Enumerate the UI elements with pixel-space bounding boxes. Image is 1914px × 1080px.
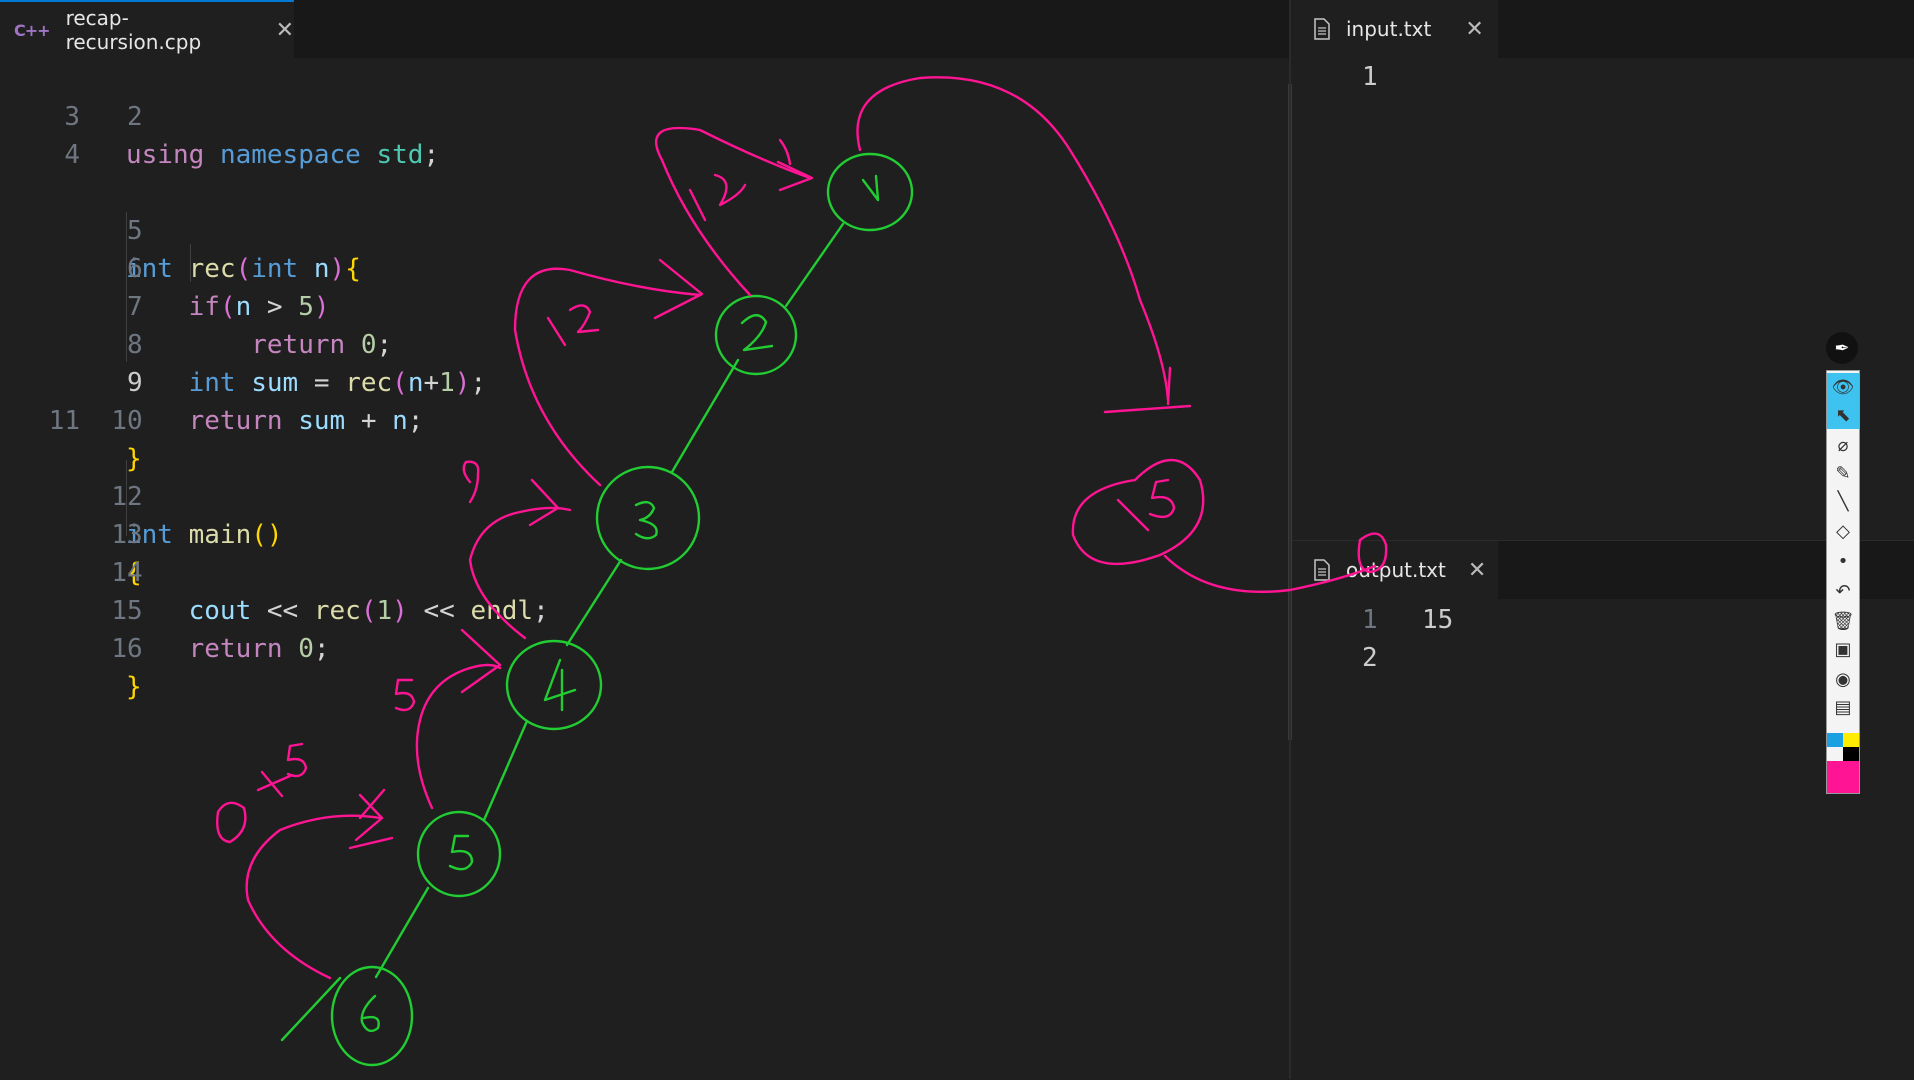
color-swatch-cyan[interactable] (1827, 733, 1843, 747)
return-arc-2-to-1 (654, 126, 812, 297)
pane-divider[interactable] (1289, 0, 1291, 1079)
recursion-node-3 (595, 465, 701, 571)
color-swatch-active[interactable] (1827, 761, 1859, 793)
code-line: 9 return sum + n; (126, 368, 424, 436)
highlighter-icon[interactable]: ✎ (1835, 462, 1851, 484)
code-line: 12 int main() (111, 482, 283, 550)
tree-edge (670, 358, 740, 474)
label-14 (688, 138, 792, 222)
node-digit-2 (740, 314, 774, 352)
indent-guide (126, 212, 127, 362)
code-line: 13 { (111, 520, 143, 588)
close-icon[interactable]: ✕ (1465, 16, 1484, 42)
return-arc-1-to-out (856, 76, 1170, 402)
arrow-head (653, 258, 704, 320)
line-number: 1 (1362, 605, 1378, 635)
code-line: 7 return 0; (126, 292, 393, 360)
line-icon[interactable]: ╲ (1837, 490, 1849, 512)
code-line: 14 cout << rec(1) << endl; (111, 558, 549, 626)
cpp-icon: C++ (14, 20, 51, 40)
laser-icon[interactable]: ⌀ (1837, 434, 1849, 456)
tree-edge (374, 886, 430, 979)
eraser-icon[interactable]: ◇ (1836, 520, 1850, 542)
close-icon[interactable]: ✕ (1467, 557, 1487, 583)
label-12 (546, 304, 600, 347)
tab-input-txt[interactable]: input.txt ✕ (1292, 0, 1498, 58)
code-line: 10 } (111, 406, 143, 474)
file-icon (1314, 559, 1330, 581)
undo-icon[interactable]: ↶ (1835, 580, 1851, 602)
input-pane[interactable]: input.txt ✕ 1 (1292, 0, 1914, 538)
node-digit-6 (360, 994, 380, 1033)
tab-filename: recap-recursion.cpp (65, 6, 202, 54)
output-pane[interactable]: output.txt ✕ 1 15 2 (1292, 540, 1914, 1080)
output-circle (1357, 532, 1388, 574)
arrow-head (528, 478, 560, 527)
camera-icon[interactable]: ◉ (1835, 668, 1851, 690)
return-arc-4-to-3 (468, 506, 572, 640)
whiteboard-icon[interactable]: ▣ (1834, 638, 1852, 660)
arrow-head (1103, 366, 1192, 414)
color-swatch-black[interactable] (1843, 747, 1859, 761)
label-9 (462, 460, 480, 504)
cursor-icon[interactable]: ⬉ (1827, 401, 1859, 429)
clipboard-icon[interactable]: ▤ (1834, 696, 1852, 718)
palette-icon[interactable] (1827, 733, 1859, 793)
tab-recap-recursion[interactable]: C++ recap-recursion.cpp ✕ (0, 0, 294, 58)
recursion-node-5 (416, 810, 502, 898)
link-to-output (1163, 554, 1377, 594)
tree-edge (784, 222, 845, 308)
line-text: 15 (1422, 605, 1454, 635)
tree-edge (482, 719, 529, 822)
file-icon (1314, 18, 1330, 40)
line-number: 2 (1362, 643, 1378, 673)
result-digits-15 (1116, 478, 1176, 532)
trash-icon[interactable]: 🗑 (1831, 610, 1855, 632)
code-line: 5 int rec(int n){ (126, 216, 361, 284)
node-digit-1 (861, 174, 880, 202)
code-line: 8 int sum = rec(n+1); (126, 330, 487, 398)
arrow-head (460, 628, 502, 694)
eye-icon[interactable]: 👁 (1827, 373, 1859, 401)
code-editor[interactable]: 2 using namespace std; 3 4 5 int rec(int… (0, 60, 1288, 1079)
code-line: 2 using namespace std; (126, 102, 440, 170)
tree-edge (565, 558, 623, 647)
node-digit-4 (543, 658, 577, 712)
pen-icon[interactable]: ✒ (1826, 332, 1858, 364)
recursion-node-4 (505, 639, 603, 731)
line-number: 1 (1362, 62, 1378, 92)
indent-guide (126, 460, 127, 536)
return-arc-6-to-5 (245, 814, 382, 980)
annotation-toolbar: 👁 ⬉ ⌀ ✎ ╲ ◇ • ↶ 🗑 ▣ ◉ ▤ (1826, 370, 1860, 794)
label-tick (348, 788, 394, 850)
arrow-head (354, 793, 384, 842)
code-line: 15 return 0; (111, 596, 330, 664)
code-line: 16 } (111, 634, 143, 702)
label-0-plus-5 (216, 742, 308, 844)
close-icon[interactable]: ✕ (275, 17, 294, 43)
color-swatch-yellow[interactable] (1843, 733, 1859, 747)
recursion-node-6 (330, 965, 414, 1067)
tab-filename: input.txt (1346, 17, 1432, 41)
recursion-node-1 (826, 152, 914, 232)
label-5 (394, 678, 416, 712)
tree-edge (280, 976, 342, 1042)
arrow-head (776, 160, 814, 192)
node-digit-5 (448, 834, 474, 871)
tab-output-txt[interactable]: output.txt ✕ (1292, 541, 1498, 599)
return-arc-3-to-2 (513, 267, 702, 487)
dot-icon[interactable]: • (1837, 550, 1849, 572)
code-line: 6 if(n > 5) (126, 254, 330, 322)
return-arc-5-to-4 (415, 663, 502, 810)
result-circle-15 (1071, 458, 1205, 566)
indent-guide (190, 244, 191, 282)
node-digit-3 (634, 500, 658, 540)
recursion-node-2 (714, 294, 798, 376)
